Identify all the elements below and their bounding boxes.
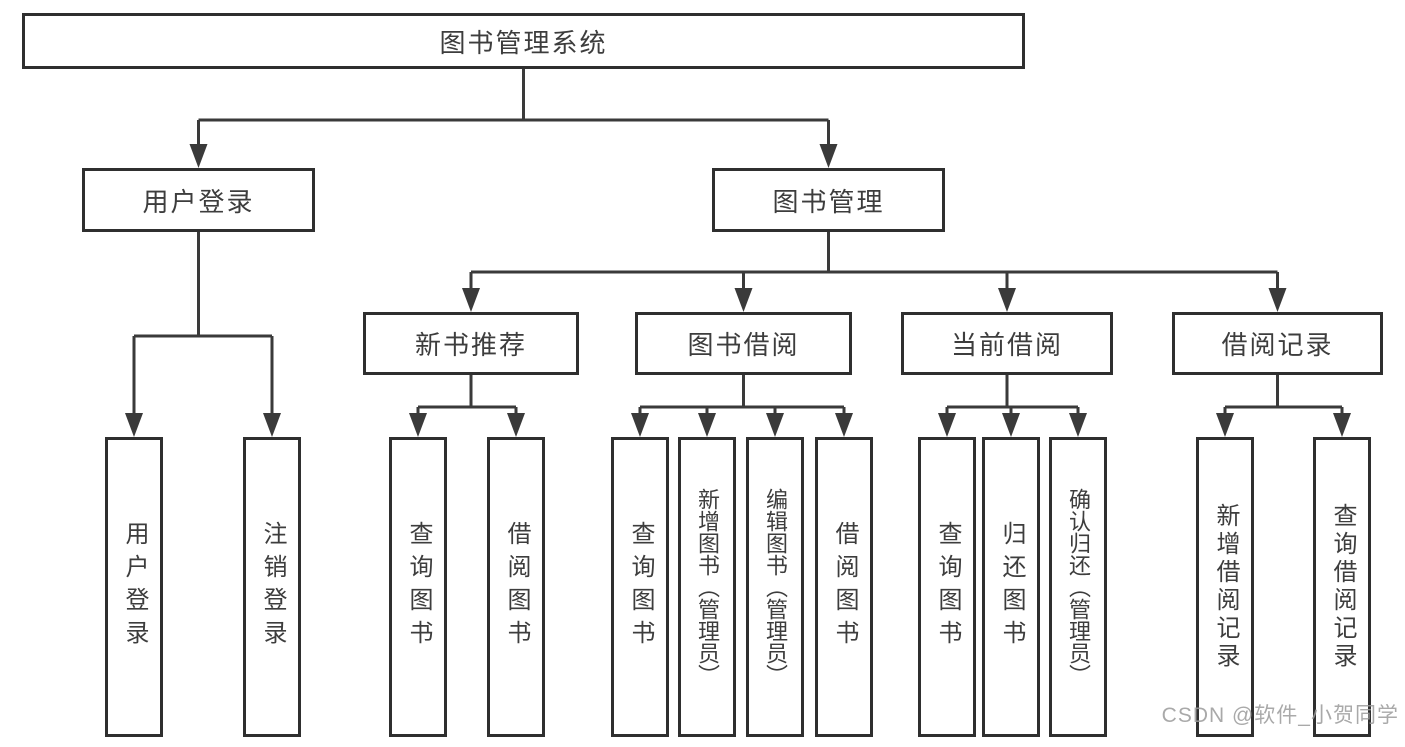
leaf-label: 新增借阅记录 [1212, 503, 1239, 671]
leaf-query-books-current: 查询图书 [918, 437, 976, 737]
node-label: 当前借阅 [950, 330, 1063, 360]
leaf-add-books-admin: 新增图书（管理员） [678, 437, 736, 737]
connector-book-borrow-to-leaves [631, 375, 853, 437]
node-label: 新书推荐 [414, 330, 527, 360]
leaf-label: 归还图书 [998, 521, 1025, 653]
connector-current-borrow-to-leaves [938, 375, 1087, 437]
leaf-add-borrow-record: 新增借阅记录 [1196, 437, 1254, 737]
leaf-borrow-books: 借阅图书 [815, 437, 873, 737]
connector-borrow-record-to-leaves [1216, 375, 1351, 437]
leaf-edit-books-admin: 编辑图书（管理员） [746, 437, 804, 737]
node-user-login: 用户登录 [82, 168, 315, 232]
leaf-label: 查询图书 [627, 521, 654, 653]
leaf-label: 查询图书 [405, 521, 432, 653]
leaf-query-books-recommend: 查询图书 [389, 437, 447, 737]
node-borrowing-records: 借阅记录 [1172, 312, 1383, 375]
node-library-system: 图书管理系统 [22, 13, 1025, 69]
connector-user-login-to-leaves [125, 232, 281, 437]
node-book-management: 图书管理 [712, 168, 945, 232]
leaf-label: 查询借阅记录 [1329, 503, 1356, 671]
node-label: 借阅记录 [1221, 330, 1334, 360]
leaf-label: 确认归还（管理员） [1066, 488, 1091, 686]
node-label: 图书管理系统 [439, 27, 608, 58]
connector-new-book-to-leaves [409, 375, 525, 437]
leaf-label: 用户登录 [121, 521, 148, 653]
leaf-query-borrow-record: 查询借阅记录 [1313, 437, 1371, 737]
connector-book-mgmt-to-level3 [462, 232, 1287, 312]
connector-root-to-level2 [189, 69, 838, 168]
node-book-borrowing: 图书借阅 [635, 312, 852, 375]
leaf-query-books-borrow: 查询图书 [611, 437, 669, 737]
node-label: 图书管理 [772, 186, 885, 217]
leaf-borrow-books-recommend: 借阅图书 [487, 437, 545, 737]
leaf-logout: 注销登录 [243, 437, 301, 737]
leaf-label: 新增图书（管理员） [695, 488, 720, 686]
leaf-label: 注销登录 [259, 521, 286, 653]
csdn-watermark: CSDN @软件_小贺同学 [1161, 704, 1399, 727]
node-label: 图书借阅 [687, 330, 800, 360]
node-label: 用户登录 [142, 186, 255, 217]
leaf-label: 借阅图书 [503, 521, 530, 653]
leaf-label: 编辑图书（管理员） [763, 488, 788, 686]
leaf-label: 查询图书 [934, 521, 961, 653]
leaf-label: 借阅图书 [831, 521, 858, 653]
node-current-borrowing: 当前借阅 [901, 312, 1113, 375]
node-new-book-recommend: 新书推荐 [363, 312, 579, 375]
leaf-confirm-return-admin: 确认归还（管理员） [1049, 437, 1107, 737]
leaf-return-books: 归还图书 [982, 437, 1040, 737]
leaf-user-login: 用户登录 [105, 437, 163, 737]
